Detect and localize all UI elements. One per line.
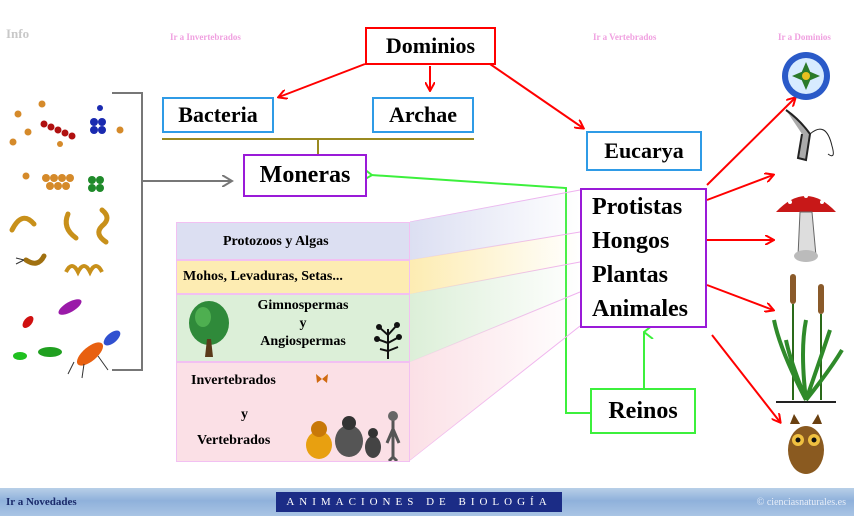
bracket — [112, 92, 143, 371]
band-animals: Invertebrados y Vertebrados — [176, 362, 410, 462]
bacteria-illustrations — [9, 100, 124, 379]
butterfly-icon — [316, 374, 328, 383]
band-plants-line3: Angiospermas — [260, 334, 346, 349]
band-plants-line1: Gimnospermas — [257, 298, 349, 313]
arrow-dominios-eucarya — [489, 63, 583, 128]
copyright-text: © cienciasnaturales.es — [756, 497, 846, 508]
arrow-dominios-bacteria — [279, 63, 366, 97]
band-animals-line1: Invertebrados — [191, 373, 276, 388]
band-animals-line2: y — [241, 407, 248, 422]
band-mohos: Mohos, Levaduras, Setas... — [176, 260, 410, 294]
band-animals-line3: Vertebrados — [197, 433, 271, 448]
band-mohos-label: Mohos, Levaduras, Setas... — [183, 269, 343, 284]
invertebrados-link[interactable]: Ir a Invertebrados — [170, 32, 241, 42]
kingdom-hongos: Hongos — [592, 228, 670, 254]
arrow-to-protist — [706, 98, 795, 186]
archae-box[interactable]: Archae — [372, 97, 474, 133]
primates-icon — [306, 411, 401, 461]
moneras-box[interactable]: Moneras — [243, 154, 367, 197]
tree-icon — [189, 301, 229, 357]
band-plants-line2: y — [299, 316, 307, 331]
arrow-to-alga — [706, 175, 773, 201]
kingdom-protistas: Protistas — [592, 194, 683, 220]
info-link[interactable]: Info — [6, 26, 30, 41]
band-plants: Gimnospermas y Angiospermas — [176, 294, 410, 362]
band-protozoos-label: Protozoos y Algas — [223, 234, 329, 249]
kingdom-plantas: Plantas — [592, 262, 669, 288]
kingdom-animales: Animales — [592, 296, 688, 322]
flowering-plant-icon — [374, 322, 402, 359]
kingdoms-box[interactable]: Protistas Hongos Plantas Animales — [580, 188, 707, 328]
arrow-to-plant — [706, 284, 773, 310]
dominios-box[interactable]: Dominios — [365, 27, 496, 65]
dominios-link[interactable]: Ir a Dominios — [778, 32, 831, 42]
vertebrados-link[interactable]: Ir a Vertebrados — [593, 32, 657, 42]
footer-bar: Ir a Novedades ANIMACIONES DE BIOLOGÍA ©… — [0, 488, 854, 516]
reinos-box[interactable]: Reinos — [590, 388, 696, 434]
bacteria-box[interactable]: Bacteria — [162, 97, 274, 133]
projection-fan — [410, 190, 580, 460]
arrow-to-owl — [711, 334, 780, 422]
footer-title: ANIMACIONES DE BIOLOGÍA — [276, 492, 562, 512]
organisms-illustrations — [772, 52, 844, 474]
novedades-link[interactable]: Ir a Novedades — [6, 496, 77, 508]
band-protozoos: Protozoos y Algas — [176, 222, 410, 260]
eucarya-box[interactable]: Eucarya — [586, 131, 702, 171]
